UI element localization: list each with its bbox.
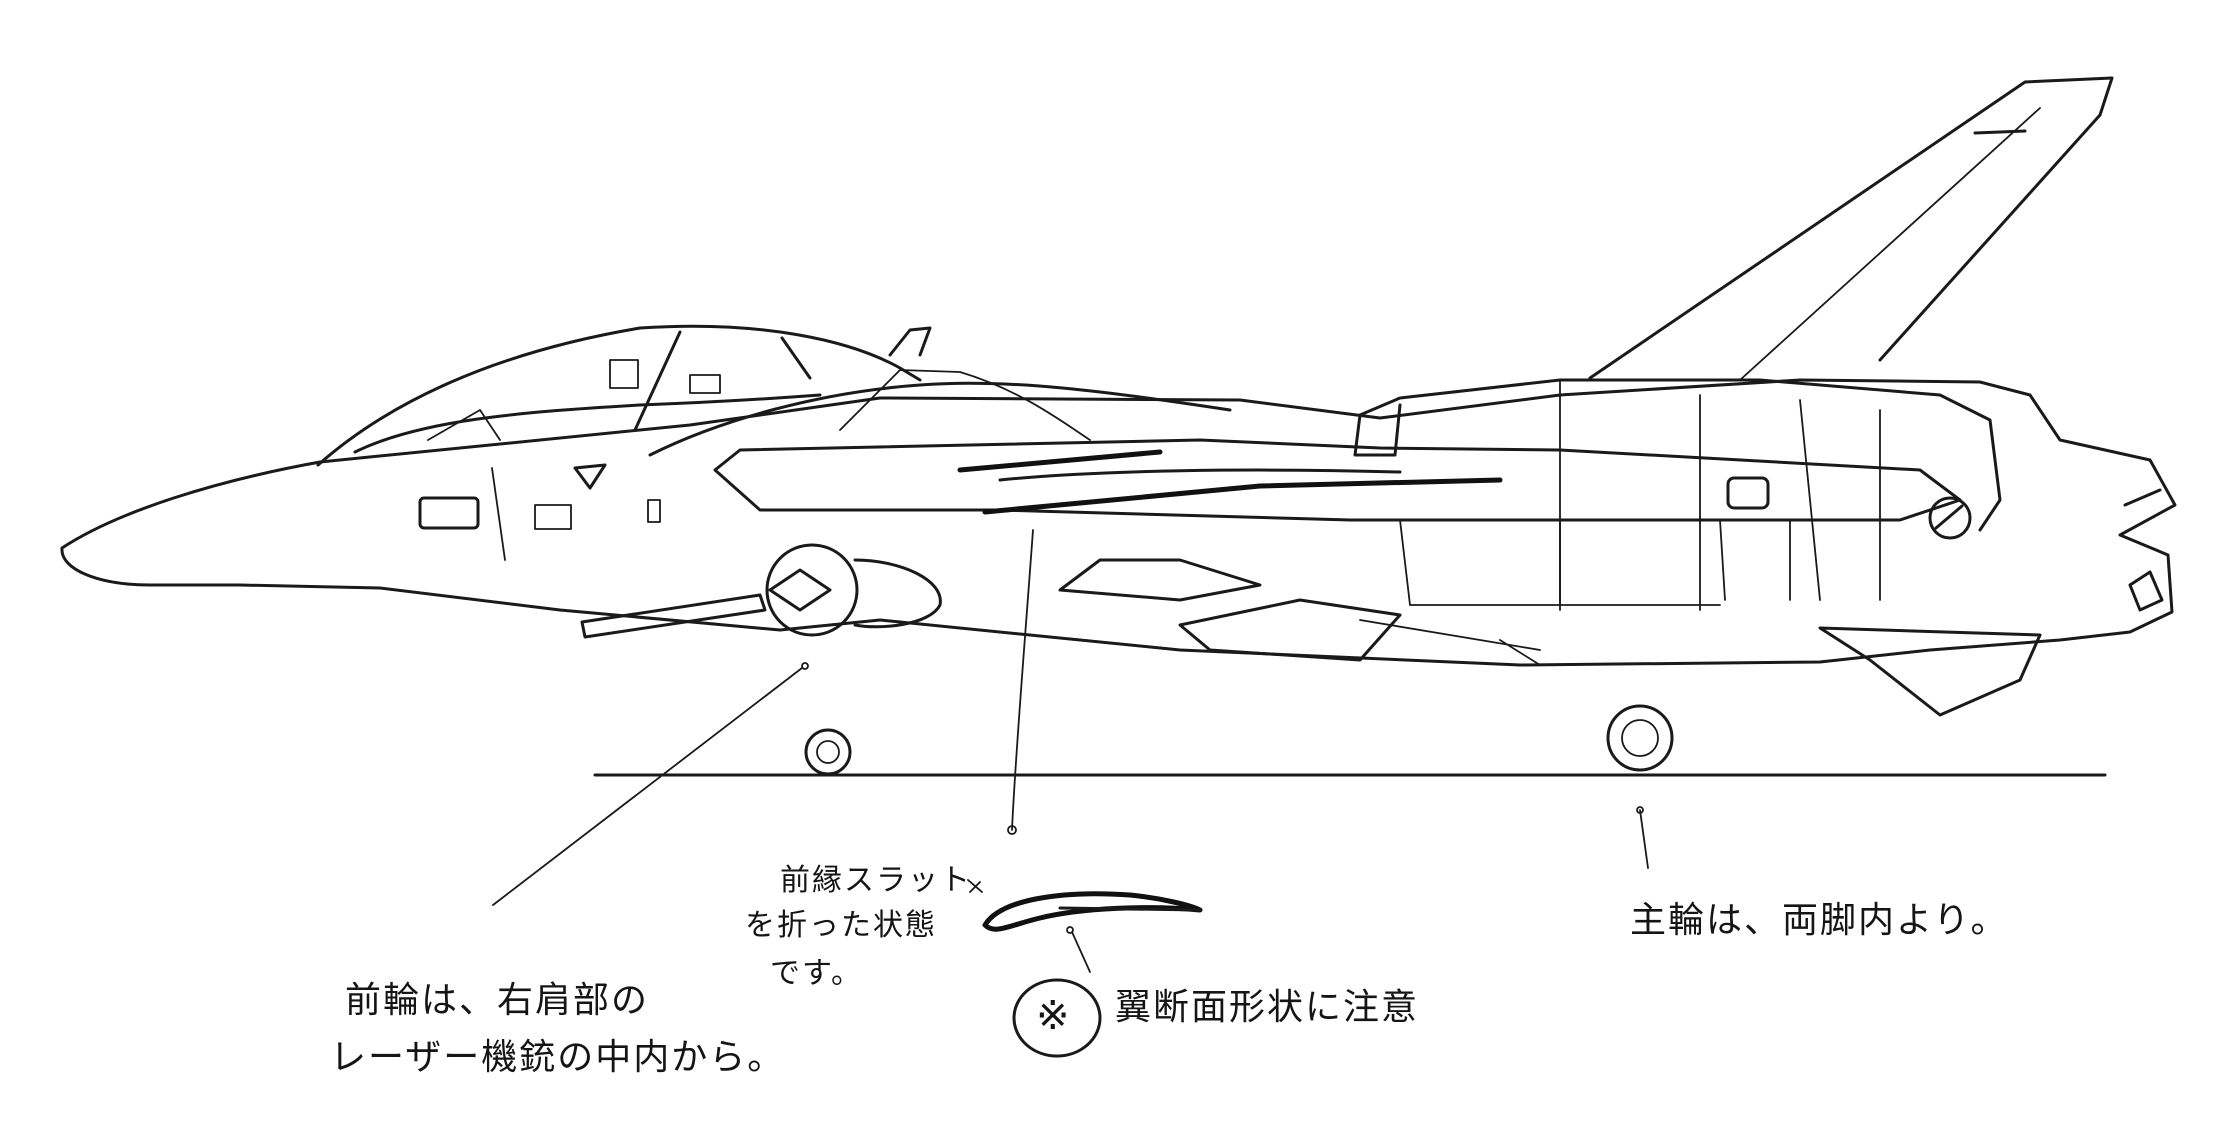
note-nose-gear-line2: レーザー機銃の中内から。	[330, 1037, 786, 1078]
antenna	[888, 326, 932, 357]
section-mark-circle	[1012, 978, 1102, 1058]
section-mark: ※	[1036, 993, 1072, 1039]
leader-nose-gear	[492, 667, 803, 906]
nose-wheel	[804, 728, 852, 776]
note-slat-line3: です。	[770, 956, 863, 991]
wing-section-sketch	[982, 891, 1203, 932]
leader-main-gear	[1639, 809, 1649, 869]
note-nose-gear-line1: 前輪は、右肩部の	[345, 980, 650, 1021]
main-wheel	[1606, 704, 1674, 772]
laser-gun	[580, 593, 767, 639]
intake	[713, 438, 1962, 522]
canopy	[316, 324, 922, 467]
note-slat-line1: 前縁スラット	[780, 863, 972, 898]
leader-slat	[1011, 529, 1034, 831]
nose-panel	[418, 496, 480, 530]
ventral-fin-rear	[1818, 626, 2042, 717]
ventral-fin-front	[1178, 598, 1402, 662]
note-main-gear: 主輪は、両脚内より。	[1630, 900, 2009, 941]
nacelle	[1358, 378, 2002, 532]
gun-turret	[765, 543, 859, 637]
hatch-circle	[1928, 496, 1972, 540]
note-slat-line2: を折った状態	[745, 908, 937, 943]
note-wing-section: 翼断面形状に注意	[1115, 987, 1420, 1028]
fuselage-outline	[60, 378, 2177, 667]
tail-fin	[1588, 76, 2114, 380]
